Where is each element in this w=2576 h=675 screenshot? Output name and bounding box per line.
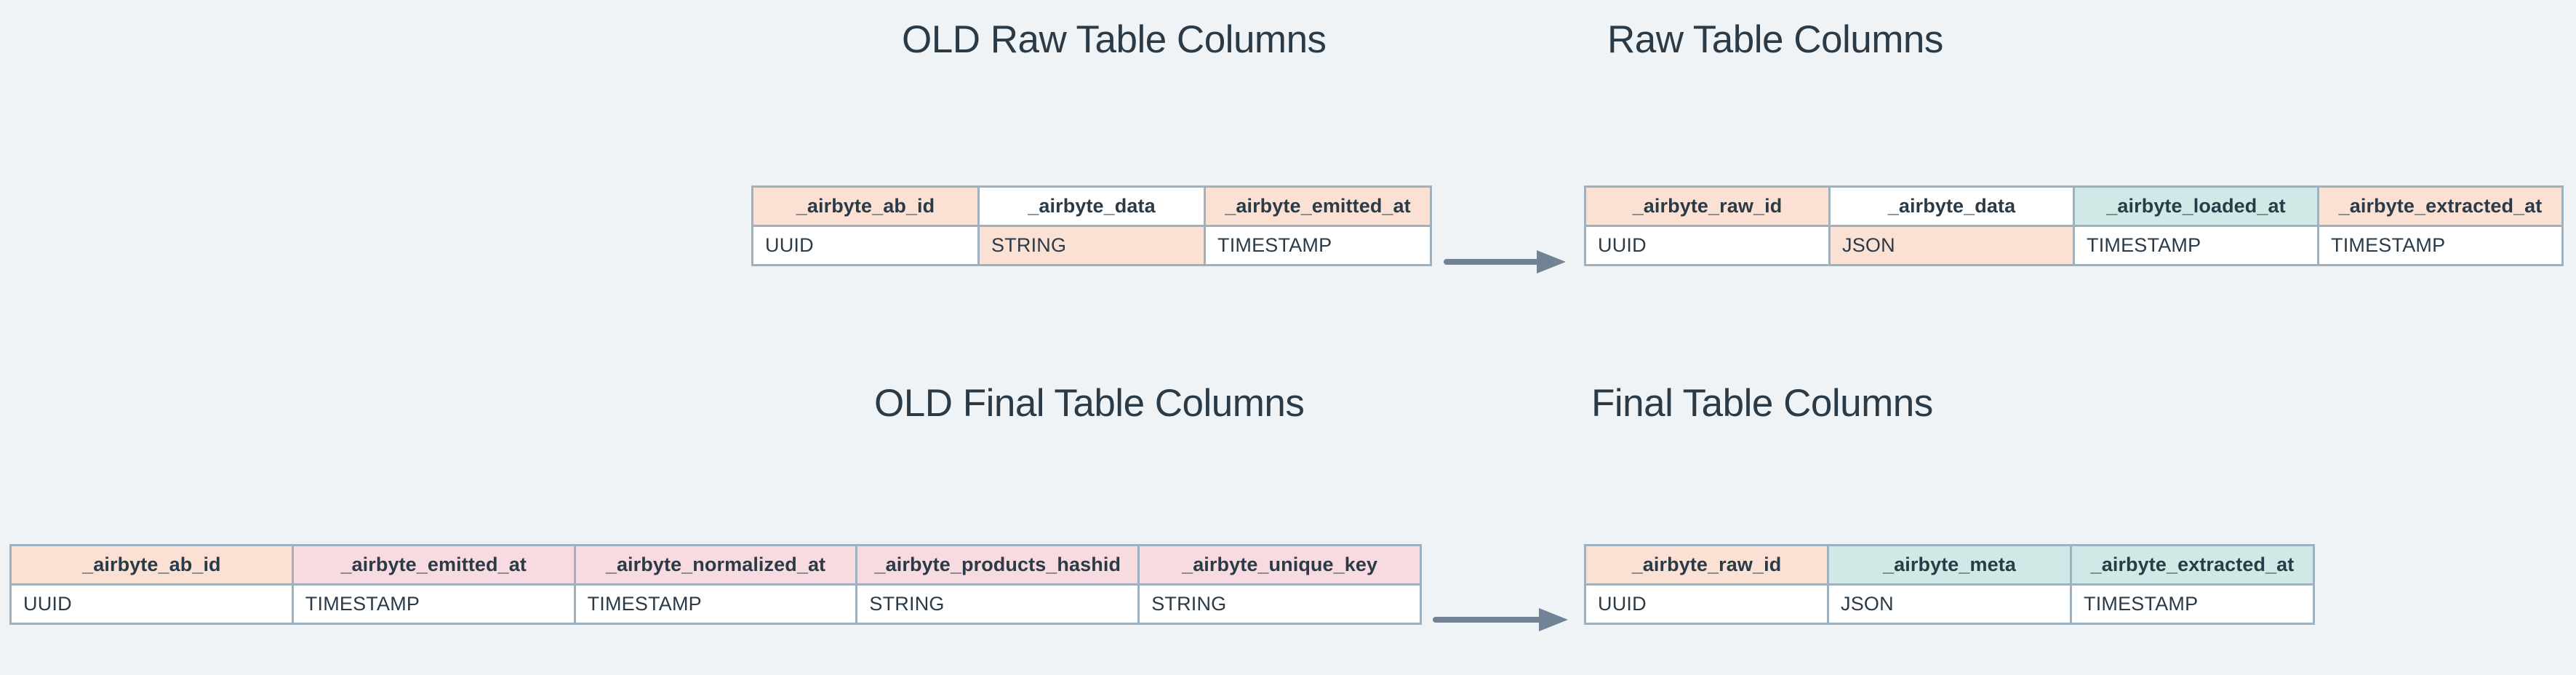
column-header-airbyte-meta: _airbyte_meta: [1827, 544, 2072, 586]
title-old-final-table-columns: OLD Final Table Columns: [874, 382, 1305, 425]
column-type-airbyte-emitted-at: TIMESTAMP: [291, 583, 576, 625]
table-header-row: _airbyte_raw_id_airbyte_meta_airbyte_ext…: [1584, 544, 2315, 586]
column-header-airbyte-ab-id: _airbyte_ab_id: [9, 544, 294, 586]
column-type-airbyte-ab-id: UUID: [751, 225, 980, 266]
arrow-right-icon-raw: [1444, 250, 1566, 273]
column-header-airbyte-extracted-at: _airbyte_extracted_at: [2070, 544, 2315, 586]
column-header-airbyte-loaded-at: _airbyte_loaded_at: [2073, 185, 2319, 227]
column-type-airbyte-extracted-at: TIMESTAMP: [2317, 225, 2564, 266]
arrow-right-icon-final: [1433, 608, 1568, 631]
column-header-airbyte-normalized-at: _airbyte_normalized_at: [573, 544, 858, 586]
table-final-columns: _airbyte_raw_id_airbyte_meta_airbyte_ext…: [1584, 544, 2315, 625]
column-type-airbyte-extracted-at: TIMESTAMP: [2070, 583, 2315, 625]
column-header-airbyte-products-hashid: _airbyte_products_hashid: [855, 544, 1140, 586]
column-type-airbyte-data: JSON: [1828, 225, 2075, 266]
column-header-airbyte-raw-id: _airbyte_raw_id: [1584, 544, 1829, 586]
column-header-airbyte-emitted-at: _airbyte_emitted_at: [1204, 185, 1432, 227]
table-raw-columns: _airbyte_raw_id_airbyte_data_airbyte_loa…: [1584, 185, 2564, 266]
column-type-airbyte-normalized-at: TIMESTAMP: [573, 583, 858, 625]
column-type-airbyte-emitted-at: TIMESTAMP: [1204, 225, 1432, 266]
title-old-raw-table-columns: OLD Raw Table Columns: [902, 18, 1327, 61]
title-final-table-columns: Final Table Columns: [1591, 382, 1933, 425]
table-old-raw-columns: _airbyte_ab_id_airbyte_data_airbyte_emit…: [751, 185, 1432, 266]
column-type-airbyte-data: STRING: [977, 225, 1206, 266]
column-type-airbyte-ab-id: UUID: [9, 583, 294, 625]
table-old-final-columns: _airbyte_ab_id_airbyte_emitted_at_airbyt…: [9, 544, 1422, 625]
table-header-row: _airbyte_ab_id_airbyte_emitted_at_airbyt…: [9, 544, 1422, 586]
column-header-airbyte-ab-id: _airbyte_ab_id: [751, 185, 980, 227]
column-header-airbyte-emitted-at: _airbyte_emitted_at: [291, 544, 576, 586]
title-raw-table-columns: Raw Table Columns: [1607, 18, 1943, 61]
column-header-airbyte-data: _airbyte_data: [1828, 185, 2075, 227]
column-type-airbyte-meta: JSON: [1827, 583, 2072, 625]
table-header-row: _airbyte_ab_id_airbyte_data_airbyte_emit…: [751, 185, 1432, 227]
column-header-airbyte-unique-key: _airbyte_unique_key: [1137, 544, 1422, 586]
column-header-airbyte-raw-id: _airbyte_raw_id: [1584, 185, 1831, 227]
column-type-airbyte-loaded-at: TIMESTAMP: [2073, 225, 2319, 266]
column-type-airbyte-raw-id: UUID: [1584, 583, 1829, 625]
column-type-airbyte-raw-id: UUID: [1584, 225, 1831, 266]
column-type-airbyte-unique-key: STRING: [1137, 583, 1422, 625]
column-type-airbyte-products-hashid: STRING: [855, 583, 1140, 625]
column-header-airbyte-data: _airbyte_data: [977, 185, 1206, 227]
column-header-airbyte-extracted-at: _airbyte_extracted_at: [2317, 185, 2564, 227]
table-header-row: _airbyte_raw_id_airbyte_data_airbyte_loa…: [1584, 185, 2564, 227]
